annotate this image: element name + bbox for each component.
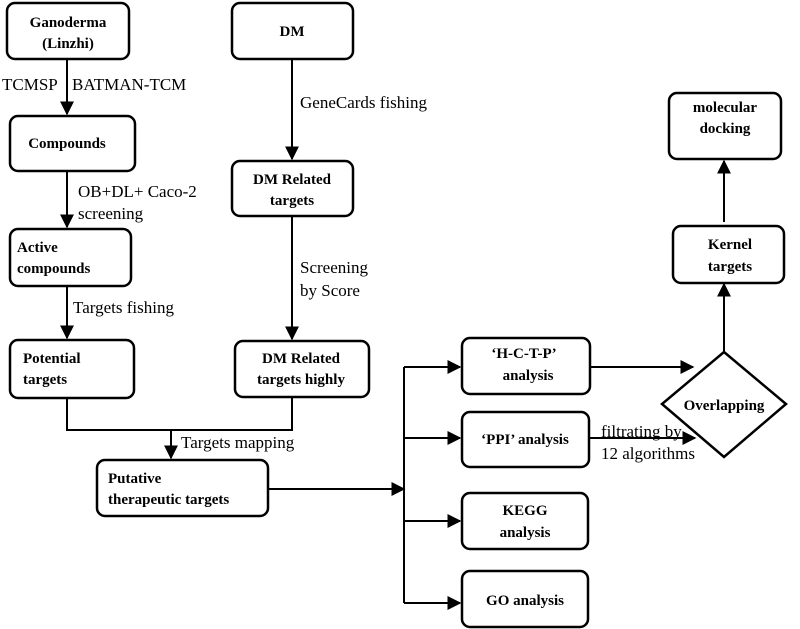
label-by-score: by Score [300, 281, 360, 300]
node-compounds: Compounds [8, 114, 137, 173]
node-ppi-analysis: ‘PPI’ analysis [460, 410, 591, 469]
node-kegg-line2: analysis [500, 525, 551, 541]
connectors [60, 59, 731, 610]
label-tcmsp: TCMSP [2, 75, 58, 94]
node-ppi-label: ‘PPI’ analysis [481, 432, 569, 448]
node-potential-targets: Potential targets [8, 338, 136, 400]
label-targets-fishing: Targets fishing [73, 298, 174, 317]
node-dm-related-targets-highly-line2: targets highly [257, 372, 345, 388]
label-targets-mapping: Targets mapping [181, 433, 295, 452]
node-putative-line1: Putative [108, 471, 162, 487]
node-dm-related-targets-line2: targets [270, 193, 314, 209]
node-kernel-line1: Kernel [708, 237, 752, 253]
merge-bracket [66, 397, 293, 431]
node-overlapping: Overlapping [660, 350, 788, 459]
node-ganoderma-line1: Ganoderma [30, 15, 107, 31]
node-dm-related-targets: DM Related targets [230, 159, 355, 218]
node-kegg-line1: KEGG [502, 503, 547, 519]
node-active-compounds-line2: compounds [17, 261, 91, 277]
node-kegg-analysis: KEGG analysis [460, 491, 590, 551]
node-docking-line2: docking [700, 121, 751, 137]
label-filtrating-by: filtrating by [601, 422, 682, 441]
node-dm: DM [230, 1, 355, 61]
node-compounds-label: Compounds [28, 136, 106, 152]
node-dm-related-targets-highly: DM Related targets highly [233, 339, 371, 399]
node-dm-related-targets-line1: DM Related [253, 172, 332, 188]
label-screening-criteria: OB+DL+ Caco-2 [78, 182, 197, 201]
edge-labels: TCMSP BATMAN-TCM GeneCards fishing OB+DL… [2, 75, 695, 463]
node-hctp-line2: analysis [503, 368, 554, 384]
label-batman-tcm: BATMAN-TCM [72, 75, 186, 94]
node-hctp-analysis: ‘H-C-T-P’ analysis [460, 336, 592, 396]
node-ganoderma-line2: (Linzhi) [42, 36, 94, 52]
node-go-label: GO analysis [486, 593, 564, 609]
node-overlapping-label: Overlapping [684, 398, 765, 414]
node-putative-line2: therapeutic targets [108, 492, 229, 508]
node-hctp-line1: ‘H-C-T-P’ [491, 346, 556, 362]
node-potential-targets-line2: targets [23, 372, 67, 388]
node-dm-related-targets-highly-line1: DM Related [262, 351, 341, 367]
label-screening: screening [78, 204, 144, 223]
node-go-analysis: GO analysis [460, 569, 590, 629]
node-potential-targets-line1: Potential [23, 351, 81, 367]
node-active-compounds-line1: Active [17, 240, 58, 256]
node-kernel-line2: targets [708, 259, 752, 275]
node-docking-line1: molecular [693, 100, 757, 116]
label-12-algorithms: 12 algorithms [601, 444, 695, 463]
label-genecards-fishing: GeneCards fishing [300, 93, 428, 112]
node-molecular-docking: molecular docking [667, 91, 783, 161]
node-kernel-targets: Kernel targets [671, 224, 786, 285]
node-dm-label: DM [280, 24, 305, 40]
node-putative-therapeutic-targets: Putative therapeutic targets [95, 458, 270, 518]
node-ganoderma: Ganoderma (Linzhi) [5, 1, 131, 61]
node-active-compounds: Active compounds [8, 227, 133, 288]
label-screening-by: Screening [300, 258, 368, 277]
